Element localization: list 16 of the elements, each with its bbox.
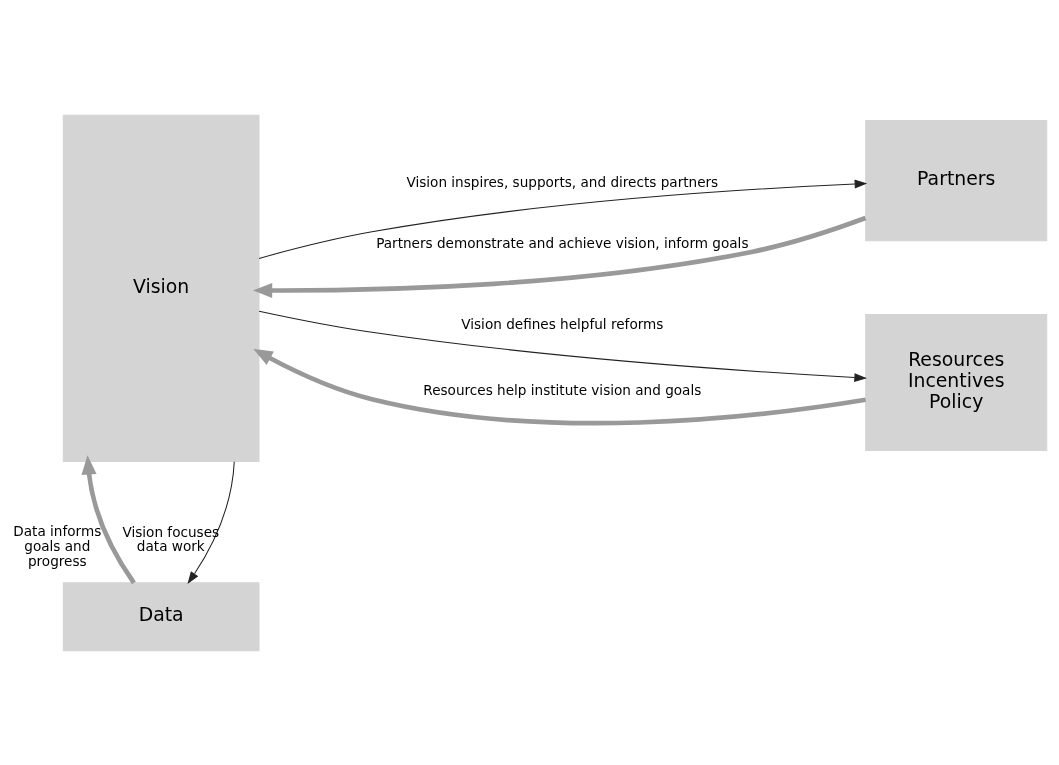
edge-label: Vision focuses data work	[122, 523, 220, 554]
arrow	[187, 460, 235, 584]
node-box: Partners	[865, 119, 1048, 241]
edge-label: Resources help institute vision and goals	[423, 381, 702, 398]
arrow	[252, 215, 867, 298]
arrow	[253, 348, 866, 425]
edge-label: Vision inspires, supports, and directs partners	[406, 173, 719, 190]
arrow	[81, 454, 136, 584]
edge-label: Data informs goals and progress	[13, 522, 102, 569]
edge-label: Vision defines helpful reforms	[461, 315, 664, 331]
node-box: Vision	[62, 114, 260, 462]
node-box: Resources Incentives Policy	[865, 313, 1048, 451]
arrow	[258, 310, 867, 382]
arrow	[258, 179, 868, 259]
edge-label: Partners demonstrate and achieve vision, inform goals	[376, 234, 749, 251]
node-box: Data	[62, 581, 260, 651]
